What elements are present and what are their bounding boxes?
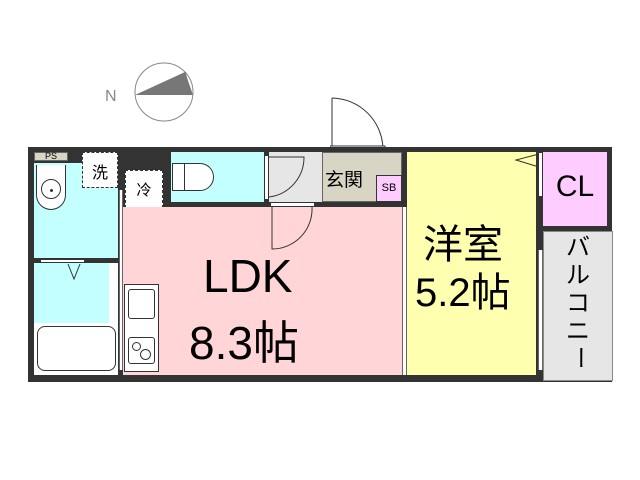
ldk-room: LDK 8.3帖 — [123, 207, 402, 375]
bathtub-icon — [37, 326, 116, 371]
entrance-door-icon — [330, 97, 386, 152]
fridge-space: 冷 — [125, 170, 163, 208]
closet: CL — [543, 152, 607, 226]
hall — [269, 152, 322, 202]
compass-north-label: N — [105, 88, 117, 105]
balcony: バ ル コ ニ ー — [543, 231, 613, 381]
shoe-box-label: SB — [381, 182, 397, 194]
closet-door[interactable] — [538, 152, 543, 197]
washer-label: 洗 — [91, 165, 108, 182]
ldk-name: LDK — [203, 250, 293, 302]
fridge-label: 冷 — [136, 182, 152, 199]
ldk-size: 8.3帖 — [189, 317, 299, 369]
balcony-label: バ ル コ ニ ー — [565, 234, 592, 370]
western-room-size: 5.2帖 — [415, 271, 511, 315]
door-swing-icon — [67, 263, 81, 281]
toilet-icon — [172, 163, 214, 191]
balcony-window[interactable] — [538, 250, 543, 370]
bathroom-door[interactable] — [40, 259, 85, 263]
compass-icon — [134, 62, 194, 122]
western-room: 洋室 5.2帖 — [407, 152, 536, 375]
wall — [119, 190, 123, 370]
shoe-box: SB — [376, 175, 402, 202]
washer-space: 洗 — [82, 152, 118, 188]
toilet-door-swing-icon — [269, 156, 305, 198]
sink-icon — [128, 289, 155, 319]
entrance-label: 玄関 — [325, 170, 364, 191]
sliding-door[interactable] — [402, 207, 407, 375]
closet-label: CL — [555, 170, 595, 203]
kitchen-counter — [124, 284, 159, 372]
stove-icon — [128, 337, 155, 364]
washbasin-icon — [36, 165, 66, 210]
western-room-name: 洋室 — [423, 223, 503, 267]
ldk-door[interactable] — [270, 202, 315, 207]
closet-door-swing-icon — [514, 153, 540, 168]
compass: N — [105, 62, 195, 122]
pipe-space: PS — [34, 151, 68, 161]
pipe-space-label: PS — [44, 151, 57, 161]
bathroom-floor — [109, 263, 118, 323]
ldk-door-swing-icon — [271, 207, 313, 250]
toilet-door[interactable] — [264, 155, 269, 200]
